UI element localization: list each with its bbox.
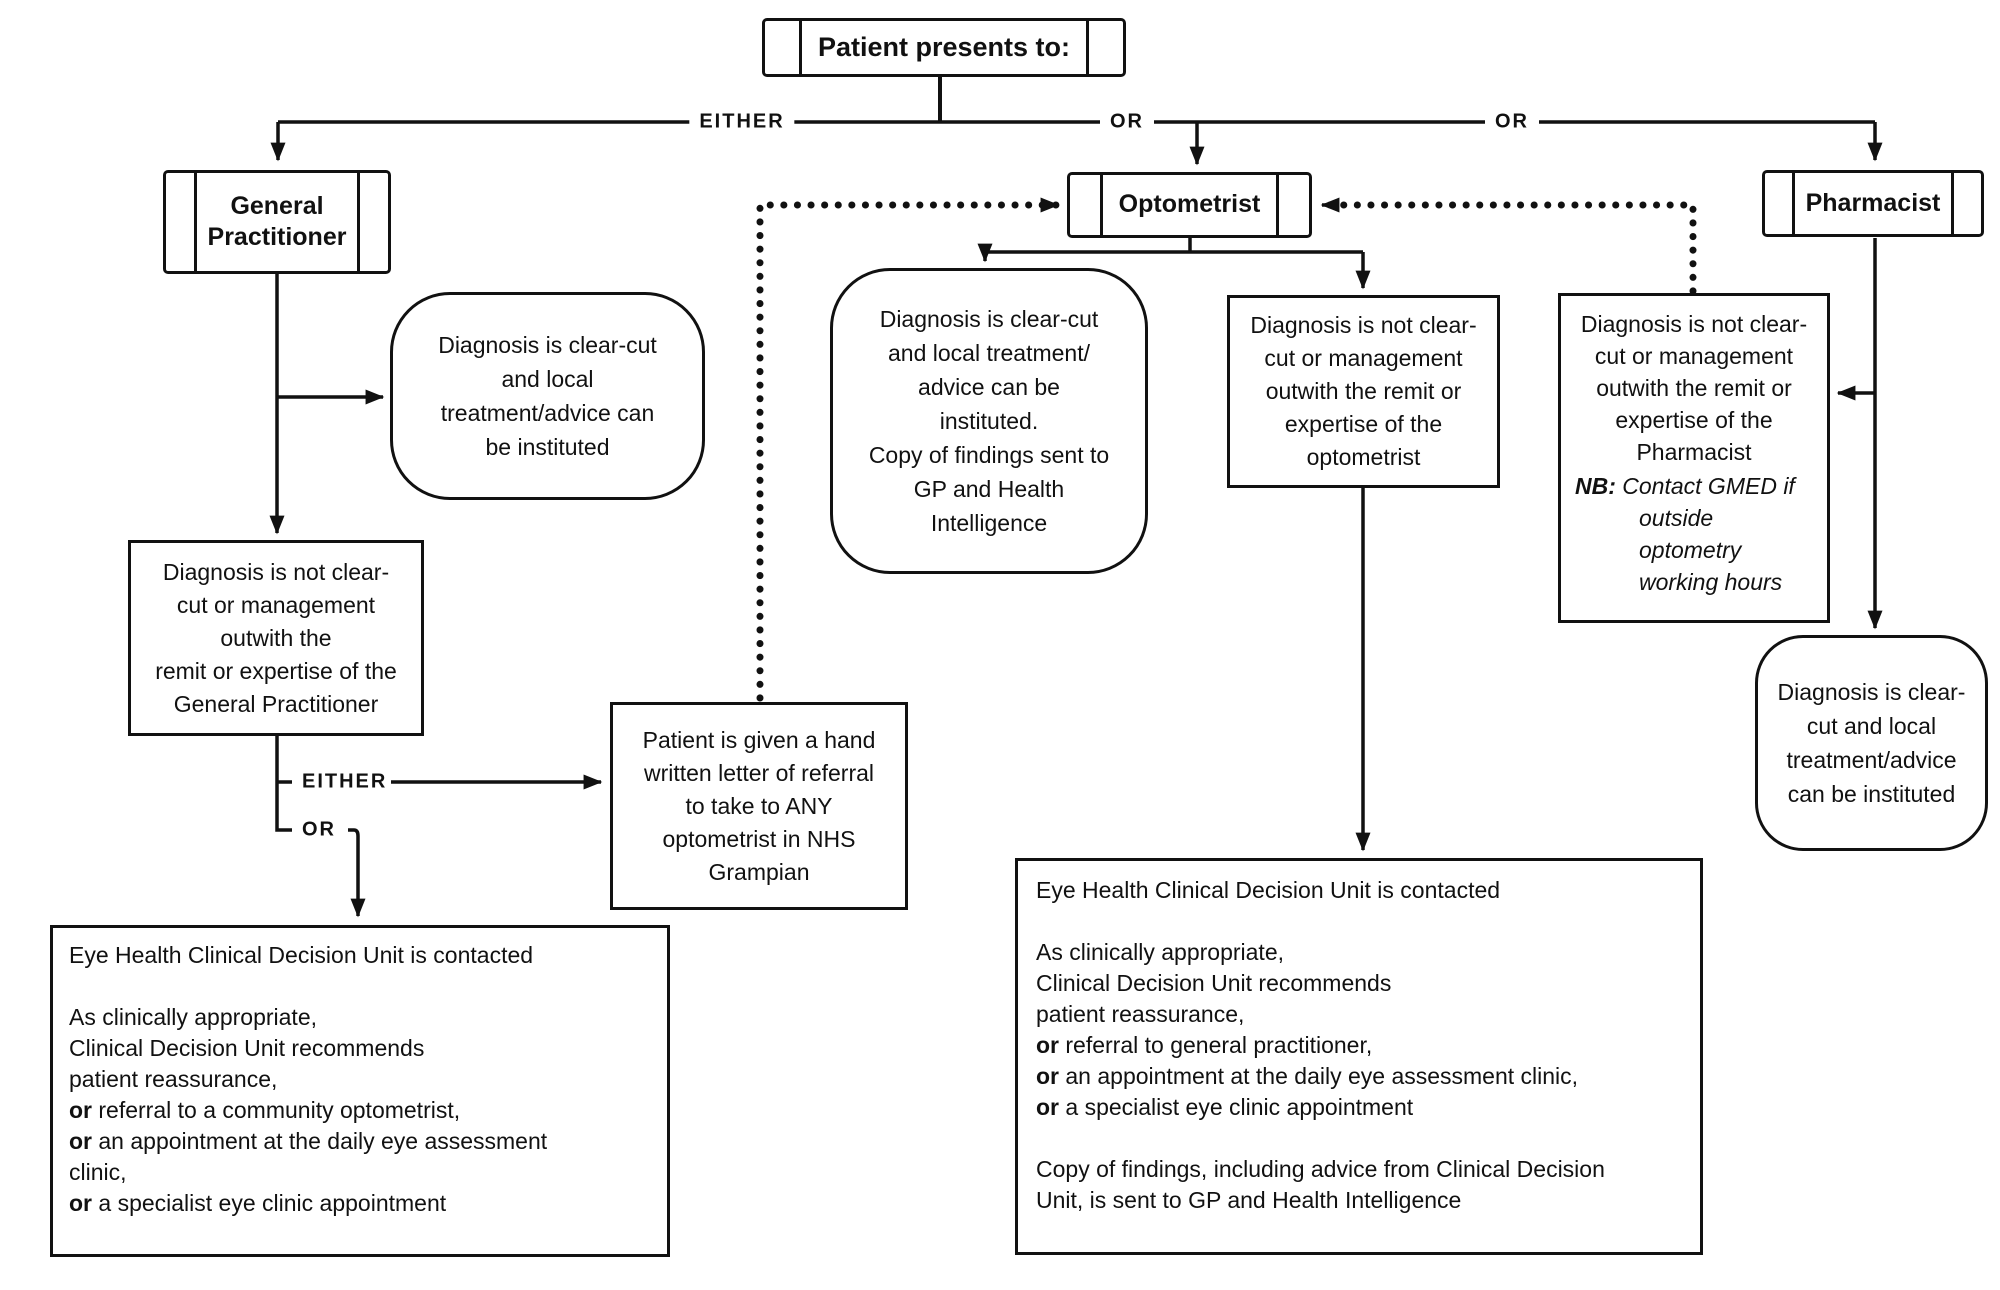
node-opt-diagnosis-clear: Diagnosis is clear-cut and local treatme… bbox=[830, 268, 1148, 574]
node-text: Diagnosis is not clear- cut or managemen… bbox=[1580, 311, 1808, 465]
node-general-practitioner: General Practitioner bbox=[163, 170, 391, 274]
cdu-line: or referral to general practitioner, bbox=[1036, 1032, 1373, 1058]
nb-note: NB: Contact GMED if outside optometry wo… bbox=[1561, 470, 1827, 598]
node-cdu-left: Eye Health Clinical Decision Unit is con… bbox=[50, 925, 670, 1257]
node-referral-letter: Patient is given a hand written letter o… bbox=[610, 702, 908, 910]
cdu-footer: Copy of findings, including advice from … bbox=[1036, 1156, 1605, 1213]
node-label: Optometrist bbox=[1118, 190, 1261, 219]
node-pharm-diagnosis-clear: Diagnosis is clear- cut and local treatm… bbox=[1755, 635, 1988, 851]
node-text: Diagnosis is clear- cut and local treatm… bbox=[1777, 679, 1966, 807]
panel-divider bbox=[1792, 172, 1795, 235]
node-label: Pharmacist bbox=[1805, 188, 1941, 217]
cdu-line: Clinical Decision Unit recommends bbox=[1036, 970, 1392, 996]
node-cdu-middle: Eye Health Clinical Decision Unit is con… bbox=[1015, 858, 1703, 1255]
label-or-right: OR bbox=[1485, 110, 1539, 134]
cdu-line: or an appointment at the daily eye asses… bbox=[1036, 1063, 1579, 1089]
label-either-top: EITHER bbox=[689, 110, 795, 134]
cdu-line: As clinically appropriate, bbox=[69, 1004, 318, 1030]
cdu-line: Clinical Decision Unit recommends bbox=[69, 1035, 425, 1061]
node-text: Diagnosis is clear-cut and local treatme… bbox=[438, 332, 657, 460]
node-text: Patient is given a hand written letter o… bbox=[642, 726, 876, 885]
cdu-line: or a specialist eye clinic appointment bbox=[1036, 1094, 1414, 1120]
cdu-line: patient reassurance, bbox=[69, 1066, 278, 1092]
node-gp-diagnosis-not-clear: Diagnosis is not clear- cut or managemen… bbox=[128, 540, 424, 736]
panel-divider bbox=[1100, 174, 1103, 236]
spacer bbox=[69, 971, 651, 1002]
spacer bbox=[1036, 1123, 1682, 1154]
nb-rest-lines: outside optometry working hours bbox=[1639, 505, 1783, 595]
cdu-line: or a specialist eye clinic appointment bbox=[69, 1190, 447, 1216]
node-text: Diagnosis is clear-cut and local treatme… bbox=[868, 306, 1110, 536]
cdu-line: patient reassurance, bbox=[1036, 1001, 1245, 1027]
cdu-title: Eye Health Clinical Decision Unit is con… bbox=[69, 942, 534, 968]
label-either-gp: EITHER bbox=[298, 770, 392, 794]
cdu-line: or referral to a community optometrist, bbox=[69, 1097, 461, 1123]
spacer bbox=[1036, 906, 1682, 937]
panel-divider bbox=[1276, 174, 1279, 236]
node-label: Patient presents to: bbox=[817, 31, 1071, 62]
node-optometrist: Optometrist bbox=[1067, 172, 1312, 238]
node-opt-diagnosis-not-clear: Diagnosis is not clear- cut or managemen… bbox=[1227, 295, 1500, 488]
cdu-title: Eye Health Clinical Decision Unit is con… bbox=[1036, 877, 1501, 903]
panel-divider bbox=[1086, 20, 1089, 75]
panel-divider bbox=[357, 172, 360, 272]
node-label: General Practitioner bbox=[207, 191, 347, 251]
panel-divider bbox=[1951, 172, 1954, 235]
panel-divider bbox=[194, 172, 197, 272]
cdu-line: As clinically appropriate, bbox=[1036, 939, 1285, 965]
label-or-gp: OR bbox=[298, 818, 340, 842]
node-text: Diagnosis is not clear- cut or managemen… bbox=[1250, 312, 1477, 470]
cdu-line: or an appointment at the daily eye asses… bbox=[69, 1128, 548, 1154]
nb-first-line: Contact GMED if bbox=[1615, 473, 1795, 499]
panel-divider bbox=[799, 20, 802, 75]
node-gp-diagnosis-clear: Diagnosis is clear-cut and local treatme… bbox=[390, 292, 705, 500]
label-or-mid: OR bbox=[1100, 110, 1154, 134]
cdu-line: clinic, bbox=[69, 1159, 127, 1185]
nb-label: NB: bbox=[1575, 473, 1616, 499]
node-pharmacist: Pharmacist bbox=[1762, 170, 1984, 237]
node-patient-presents: Patient presents to: bbox=[762, 18, 1126, 77]
node-pharm-diagnosis-not-clear: Diagnosis is not clear- cut or managemen… bbox=[1558, 293, 1830, 623]
node-text: Diagnosis is not clear- cut or managemen… bbox=[155, 558, 397, 717]
